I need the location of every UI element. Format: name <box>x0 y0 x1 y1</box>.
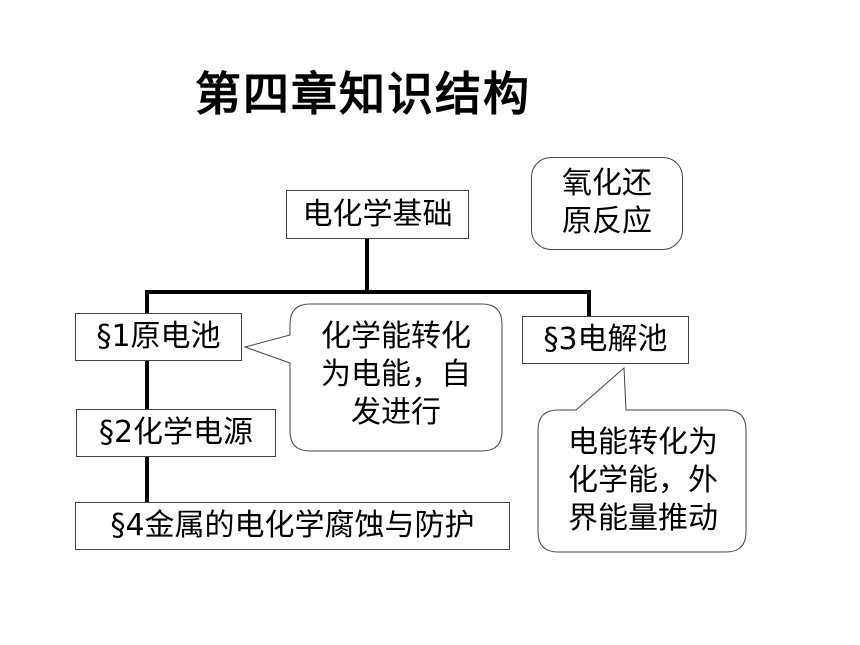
electrolytic-callout-line-2: 化学能，外 <box>568 463 718 498</box>
connector-root-down <box>365 238 369 294</box>
section-1-box: §1原电池 <box>75 313 242 361</box>
section-4-box: §4金属的电化学腐蚀与防护 <box>75 502 510 550</box>
redox-note-box: 氧化还 原反应 <box>531 157 683 250</box>
galvanic-callout-line-2: 为电能，自 <box>321 357 471 392</box>
section-4-label: §4金属的电化学腐蚀与防护 <box>110 508 475 543</box>
section-2-box: §2化学电源 <box>76 409 276 457</box>
connector-s3-down <box>587 290 591 318</box>
galvanic-callout-line-1: 化学能转化 <box>321 319 471 354</box>
galvanic-callout-text: 化学能转化 为电能，自 发进行 <box>296 318 496 432</box>
redox-note-line-2: 原反应 <box>562 204 652 239</box>
galvanic-callout-shape <box>243 303 503 452</box>
electrolytic-callout-shape <box>537 366 747 553</box>
root-node-box: 电化学基础 <box>286 190 469 239</box>
electrolytic-callout-text: 电能转化为 化学能，外 界能量推动 <box>544 424 742 538</box>
electrolytic-callout-line-3: 界能量推动 <box>568 501 718 536</box>
section-3-box: §3电解池 <box>522 316 689 364</box>
page-title: 第四章知识结构 <box>195 67 531 121</box>
root-node-label: 电化学基础 <box>302 196 453 232</box>
section-1-label: §1原电池 <box>96 319 221 354</box>
galvanic-callout-line-3: 发进行 <box>351 395 441 430</box>
electrolytic-callout-line-1: 电能转化为 <box>568 425 718 460</box>
section-2-label: §2化学电源 <box>98 415 254 450</box>
redox-note-line-1: 氧化还 <box>562 166 652 201</box>
connector-left-trunk <box>145 290 149 516</box>
connector-horizontal-bar <box>145 290 591 294</box>
section-3-label: §3电解池 <box>543 322 668 357</box>
